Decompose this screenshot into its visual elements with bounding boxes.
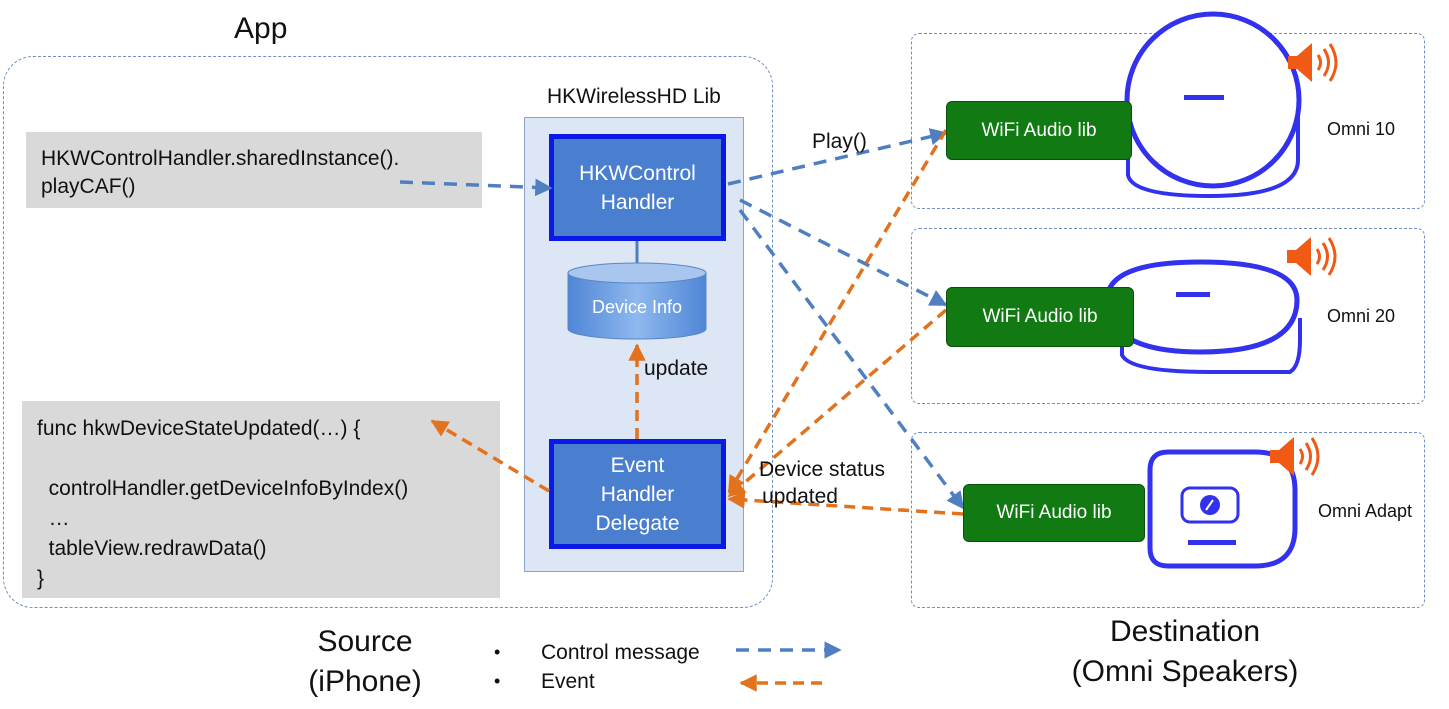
destination-line2: (Omni Speakers) <box>1071 655 1299 688</box>
device-status-line2: updated <box>762 485 838 508</box>
arrow-play-caf <box>399 178 553 197</box>
app-region <box>3 56 773 608</box>
wifi-audio-lib-label: WiFi Audio lib <box>981 119 1097 141</box>
omni-speaker-icon <box>1147 449 1298 569</box>
omni-speaker-icon <box>1124 11 1302 199</box>
source-line2: (iPhone) <box>308 665 422 698</box>
source-label: Source (iPhone) <box>300 622 430 702</box>
code-line: controlHandler.getDeviceInfoByIndex() <box>37 477 409 500</box>
control-handler-line2: Handler <box>600 190 675 214</box>
device-info-label: Device Info <box>591 297 683 317</box>
destination-line1: Destination <box>1109 615 1261 648</box>
play-label: Play() <box>812 130 867 153</box>
update-label: update <box>644 357 709 380</box>
wifi-audio-lib-omniadapt: WiFi Audio lib <box>963 484 1145 542</box>
arrow-delegate-callback <box>430 419 550 493</box>
code-line: HKWControlHandler.sharedInstance(). <box>41 147 400 170</box>
speaker-sound-icon <box>1288 43 1338 82</box>
arrow-play-omni10 <box>727 128 948 186</box>
control-handler-box: HKWControl Handler <box>549 134 726 241</box>
speaker-sound-icon <box>1287 237 1337 276</box>
speaker-name-omni10: Omni 10 <box>1327 119 1396 139</box>
code-line: … <box>37 507 70 530</box>
device-status-label: Device status updated <box>759 456 885 510</box>
source-line1: Source <box>317 625 413 658</box>
wifi-audio-lib-omni20: WiFi Audio lib <box>946 287 1134 347</box>
omni-speaker-icon <box>1104 259 1302 374</box>
event-handler-box: Event Handler Delegate <box>549 439 726 549</box>
wifi-audio-lib-omni10: WiFi Audio lib <box>946 101 1132 160</box>
wifi-audio-lib-label: WiFi Audio lib <box>996 502 1112 523</box>
code-block-delegate: func hkwDeviceStateUpdated(…) { controlH… <box>22 401 500 598</box>
code-block-play: HKWControlHandler.sharedInstance(). play… <box>26 132 482 208</box>
event-handler-line3: Delegate <box>595 511 680 535</box>
speaker-name-omniadapt: Omni Adapt <box>1318 501 1413 521</box>
legend-bullet: • <box>494 642 501 662</box>
control-handler-line1: HKWControl <box>579 161 696 185</box>
arrow-handler-omniadapt <box>738 208 965 510</box>
arrow-omni10-event <box>727 129 948 494</box>
code-line: } <box>37 567 45 590</box>
database-icon <box>567 262 707 340</box>
legend-event-label: Event <box>541 670 595 693</box>
arrow-handler-omni20 <box>739 198 948 307</box>
legend-bullet: • <box>494 671 501 691</box>
arrow-omni20-event <box>727 308 948 498</box>
app-title: App <box>234 12 288 45</box>
destination-label: Destination (Omni Speakers) <box>1050 612 1320 692</box>
speaker-region-omni20 <box>911 228 1425 404</box>
code-line: func hkwDeviceStateUpdated(…) { <box>37 417 361 440</box>
speaker-name-omni20: Omni 20 <box>1327 306 1396 326</box>
code-line: tableView.redrawData() <box>37 537 267 560</box>
speaker-region-omniadapt <box>911 432 1425 608</box>
code-line: playCAF() <box>41 175 136 198</box>
legend-control-label: Control message <box>541 641 700 664</box>
wifi-audio-lib-label: WiFi Audio lib <box>982 306 1098 327</box>
speaker-sound-icon <box>1270 437 1320 476</box>
event-handler-line2: Handler <box>600 482 675 506</box>
device-status-line1: Device status <box>759 458 886 481</box>
event-handler-line1: Event <box>610 453 665 477</box>
lib-title: HKWirelessHD Lib <box>547 85 721 108</box>
arrow-omniadapt-event <box>727 491 964 516</box>
